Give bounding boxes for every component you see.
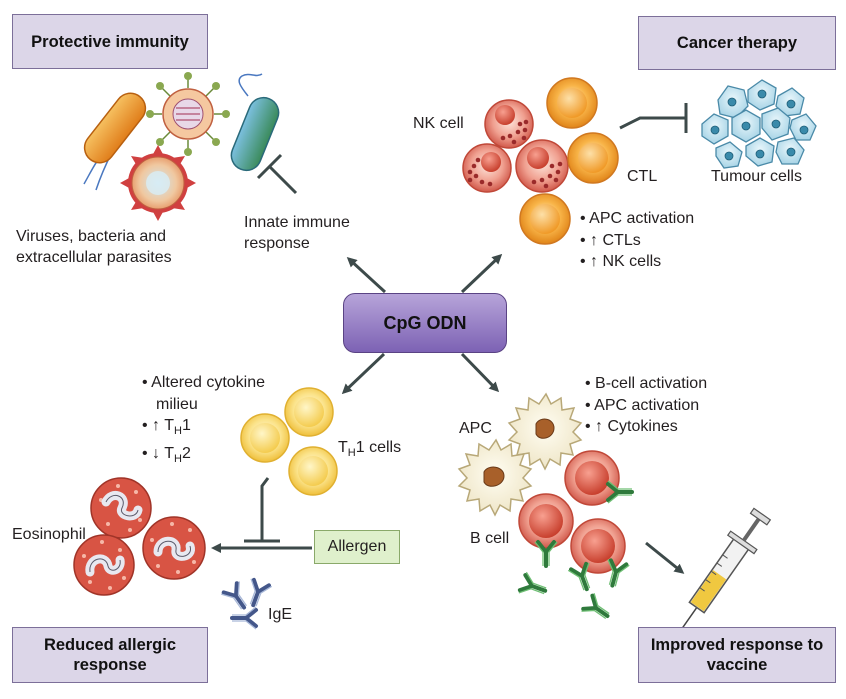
bacterium-blue-icon [230,73,280,172]
nk-cell-center [515,139,569,193]
th-bullets: • Altered cytokine milieu • ↑ TH1 • ↓ TH… [142,372,307,470]
cancer-bullet-1: • APC activation [580,210,695,227]
tumour-cells-icon [701,79,817,169]
pathogens-label: Viruses, bacteria and extracellular para… [16,228,172,266]
ctl-cell-1 [546,77,598,129]
th1-cells-label: TH1 cells [338,439,402,460]
cancer-bullets: • APC activation • ↑ CTLs • ↑ NK cells [580,208,694,273]
nk-cell-label: NK cell [413,115,464,132]
cancer-therapy-box: Cancer therapy [638,16,836,70]
improved-vaccine-response-box: Improved response to vaccine [638,627,836,683]
th-bullet-2: • ↑ TH1 [142,417,191,438]
ctl-cell-2 [567,132,619,184]
virus-icon [146,72,230,156]
th1-cell-3 [288,446,338,496]
tumour-nuclei [710,89,809,161]
innate-inhibit-line [256,153,298,195]
arrow-to-th1 [341,352,386,395]
vaccine-arrow [645,541,685,574]
protective-immunity-box: Protective immunity [12,14,208,69]
allergen-box: Allergen [314,530,400,564]
vaccine-bullet-1: • B-cell activation [585,375,708,392]
ige-label: IgE [268,606,293,623]
nk-cell-top [484,99,534,149]
th1-cell-2 [240,413,290,463]
nk-cell-left [462,143,512,193]
eosinophil-label: Eosinophil [12,526,86,543]
cancer-bullet-2: • ↑ CTLs [580,231,641,249]
ctl-label: CTL [627,168,658,185]
eosinophil-2 [73,534,135,596]
vaccine-bullets: • B-cell activation • APC activation • ↑… [585,373,707,438]
apc-label: APC [459,420,492,437]
syringe-icon [666,507,772,651]
vaccine-bullet-3: • ↑ Cytokines [585,418,678,435]
apc-cell-2 [457,438,533,517]
b-cell-3 [570,518,626,574]
th-bullet-1: • Altered cytokine milieu [142,374,266,413]
innate-response-label: Innate immune response [244,214,350,252]
parasite-icon [120,145,196,221]
arrow-to-innate [346,256,387,294]
tumour-inhibit-line [619,103,688,133]
tumour-cells-label: Tumour cells [711,168,802,185]
cpg-odn-center-box: CpG ODN [343,293,507,353]
bacterium-orange-icon [83,92,147,191]
ctl-cell-3 [519,193,571,245]
arrow-to-vaccine [460,352,500,393]
th-bullet-3: • ↓ TH2 [142,444,191,465]
eosinophil-3 [142,516,206,580]
b-cell-2 [518,493,574,549]
b-cell-label: B cell [470,530,510,547]
reduced-allergic-response-box: Reduced allergic response [12,627,208,683]
center-arrows [341,253,503,395]
apc-cell-1 [507,392,583,471]
cancer-bullet-3: • ↑ NK cells [580,253,662,270]
th1-inhibit-line [244,477,280,543]
arrow-to-cancer [460,253,503,294]
th1-cell-1 [284,387,334,437]
eosinophil-1 [90,477,152,539]
ige-antibodies [219,576,274,631]
vaccine-bullet-2: • APC activation [585,396,700,414]
b-cell-1 [564,450,620,506]
